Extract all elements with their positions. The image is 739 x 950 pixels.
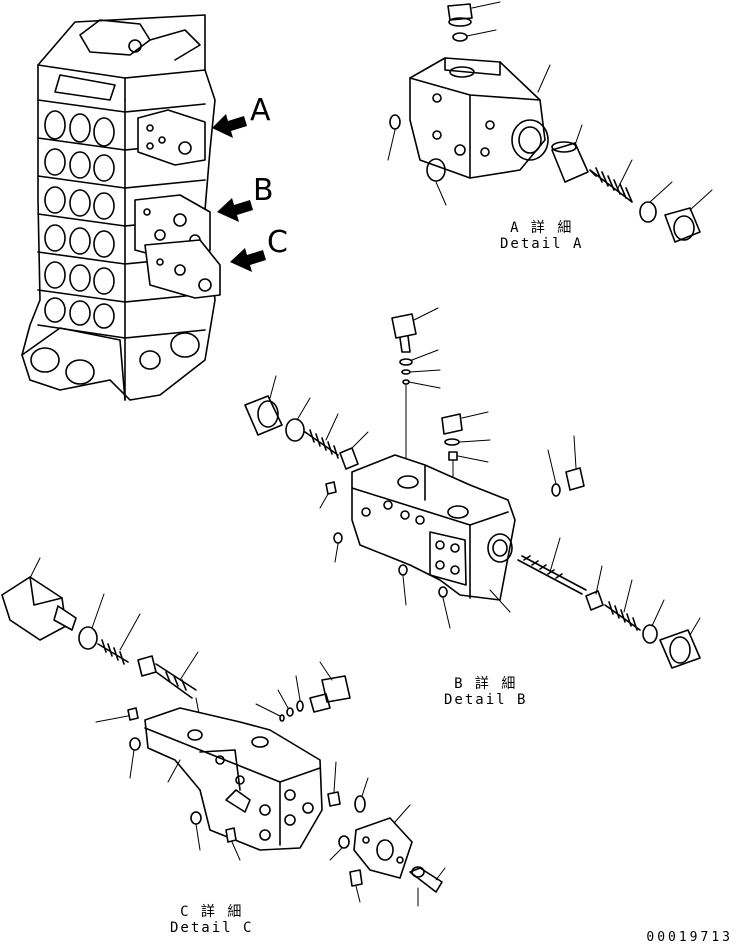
detail-a-jp: A 詳 細 <box>510 220 574 236</box>
detail-b-jp: B 詳 細 <box>454 676 518 692</box>
marker-b-label: B <box>253 173 274 208</box>
detail-b-en: Detail B <box>444 692 528 708</box>
marker-a-label: A <box>250 93 271 128</box>
detail-a-en: Detail A <box>500 236 584 252</box>
detail-a-caption: A 詳 細 Detail A <box>500 220 583 252</box>
detail-c-caption: C 詳 細 Detail C <box>170 904 253 936</box>
marker-c-label: C <box>267 225 288 260</box>
arrow-b <box>217 198 253 222</box>
drawing-number: 00019713 <box>646 930 733 945</box>
arrow-a <box>212 114 247 138</box>
detail-b-caption: B 詳 細 Detail B <box>444 676 527 708</box>
detail-c-en: Detail C <box>170 920 254 936</box>
detail-c-exploded <box>1 557 446 907</box>
detail-a-exploded <box>387 1 713 243</box>
detail-b-exploded <box>244 307 701 669</box>
arrow-c <box>230 248 266 272</box>
detail-c-jp: C 詳 細 <box>180 904 244 920</box>
pointer-arrows <box>212 114 266 272</box>
control-valve-assembly <box>21 14 221 401</box>
